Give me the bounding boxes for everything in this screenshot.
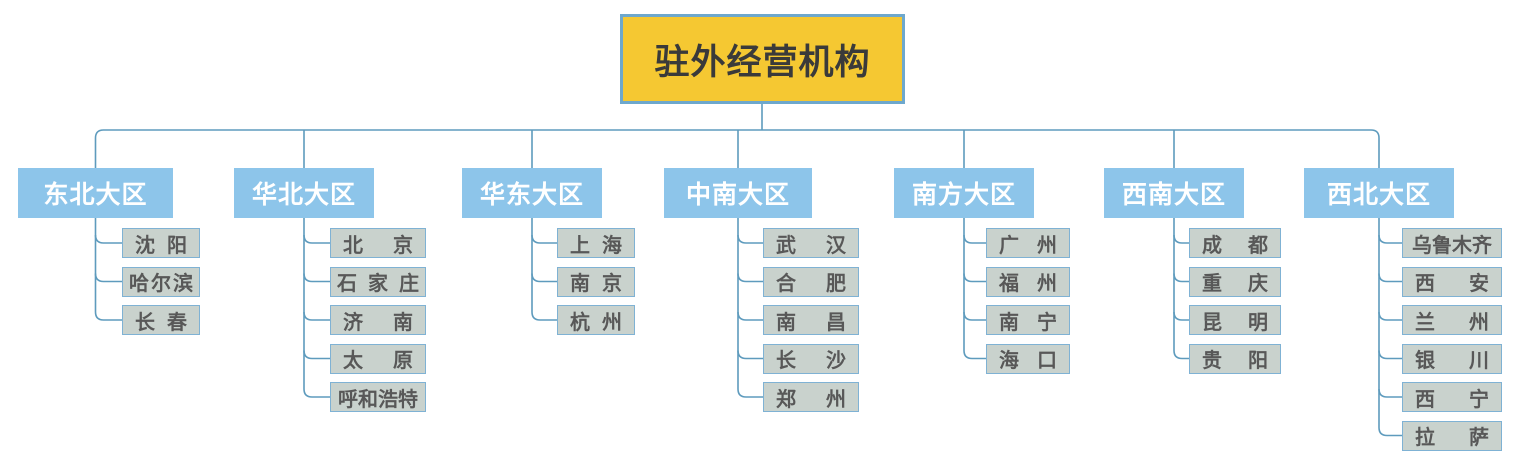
city-node-label: 西宁 <box>1415 386 1489 411</box>
city-node-4-1[interactable]: 武汉 <box>763 228 859 258</box>
city-node-3-1[interactable]: 上海 <box>557 228 635 258</box>
region-node-label: 西南大区 <box>1121 180 1226 209</box>
city-node-label: 郑州 <box>776 386 846 411</box>
root-node-overseas-operations[interactable]: 驻外经营机构 <box>620 14 905 104</box>
city-node-4-3[interactable]: 南昌 <box>763 305 859 335</box>
city-node-6-4[interactable]: 贵阳 <box>1189 343 1281 374</box>
city-node-6-1[interactable]: 成都 <box>1189 228 1281 258</box>
city-node-label: 海口 <box>999 348 1057 372</box>
city-node-7-2[interactable]: 西安 <box>1402 266 1502 297</box>
city-node-label: 银川 <box>1415 348 1489 372</box>
city-node-1-1[interactable]: 沈阳 <box>122 228 200 258</box>
city-node-2-3[interactable]: 济南 <box>330 305 426 335</box>
region-node-label: 华东大区 <box>479 180 584 209</box>
city-node-label: 西安 <box>1415 271 1489 295</box>
region-node-4[interactable]: 中南大区 <box>664 168 812 218</box>
city-node-label: 南京 <box>570 271 622 295</box>
city-node-label: 成都 <box>1202 232 1268 257</box>
city-node-label: 哈尔滨 <box>129 271 193 295</box>
city-node-3-3[interactable]: 杭州 <box>557 305 635 335</box>
region-node-1[interactable]: 东北大区 <box>18 168 173 218</box>
region-node-label: 东北大区 <box>43 180 148 209</box>
city-node-label: 乌鲁木齐 <box>1412 232 1492 257</box>
city-node-label: 长沙 <box>776 348 846 372</box>
city-node-label: 贵阳 <box>1202 348 1268 372</box>
city-node-label: 长春 <box>135 309 187 334</box>
city-node-label: 拉萨 <box>1415 425 1489 449</box>
city-node-3-2[interactable]: 南京 <box>557 266 635 297</box>
city-node-label: 上海 <box>570 232 622 257</box>
city-node-1-2[interactable]: 哈尔滨 <box>122 266 200 297</box>
root-node-label: 驻外经营机构 <box>654 42 871 83</box>
city-node-5-3[interactable]: 南宁 <box>986 305 1070 335</box>
city-node-2-1[interactable]: 北京 <box>330 228 426 258</box>
city-node-label: 合肥 <box>776 271 846 295</box>
region-node-7[interactable]: 西北大区 <box>1304 168 1454 218</box>
city-node-7-1[interactable]: 乌鲁木齐 <box>1402 228 1502 258</box>
city-node-label: 广州 <box>999 232 1057 257</box>
region-node-3[interactable]: 华东大区 <box>462 168 602 218</box>
city-node-4-4[interactable]: 长沙 <box>763 343 859 374</box>
city-node-label: 重庆 <box>1202 271 1268 295</box>
city-node-1-3[interactable]: 长春 <box>122 305 200 335</box>
city-node-label: 武汉 <box>776 232 846 257</box>
city-node-7-5[interactable]: 西宁 <box>1402 382 1502 412</box>
city-node-5-1[interactable]: 广州 <box>986 228 1070 258</box>
city-node-label: 杭州 <box>570 309 622 334</box>
city-node-label: 福州 <box>999 271 1057 295</box>
city-node-7-6[interactable]: 拉萨 <box>1402 420 1502 451</box>
city-node-label: 南昌 <box>776 309 846 334</box>
city-node-7-3[interactable]: 兰州 <box>1402 305 1502 335</box>
city-node-label: 呼和浩特 <box>338 386 418 411</box>
region-node-2[interactable]: 华北大区 <box>234 168 374 218</box>
city-node-4-5[interactable]: 郑州 <box>763 382 859 412</box>
region-node-label: 中南大区 <box>685 180 790 209</box>
city-node-5-2[interactable]: 福州 <box>986 266 1070 297</box>
city-node-label: 南宁 <box>999 309 1057 334</box>
city-node-label: 太原 <box>343 348 413 372</box>
region-node-5[interactable]: 南方大区 <box>894 168 1034 218</box>
city-node-label: 北京 <box>343 232 413 257</box>
city-node-6-3[interactable]: 昆明 <box>1189 305 1281 335</box>
city-node-label: 济南 <box>343 309 413 334</box>
city-node-5-4[interactable]: 海口 <box>986 343 1070 374</box>
region-node-label: 西北大区 <box>1326 180 1431 209</box>
region-node-6[interactable]: 西南大区 <box>1104 168 1244 218</box>
city-node-7-4[interactable]: 银川 <box>1402 343 1502 374</box>
city-node-6-2[interactable]: 重庆 <box>1189 266 1281 297</box>
city-node-label: 沈阳 <box>135 232 187 257</box>
city-node-2-5[interactable]: 呼和浩特 <box>330 382 426 412</box>
region-node-label: 南方大区 <box>911 180 1016 209</box>
city-node-label: 昆明 <box>1202 309 1268 334</box>
city-node-label: 石家庄 <box>337 271 419 295</box>
city-node-2-4[interactable]: 太原 <box>330 343 426 374</box>
region-node-label: 华北大区 <box>251 180 356 209</box>
city-node-4-2[interactable]: 合肥 <box>763 266 859 297</box>
city-node-2-2[interactable]: 石家庄 <box>330 266 426 297</box>
city-node-label: 兰州 <box>1415 309 1489 334</box>
